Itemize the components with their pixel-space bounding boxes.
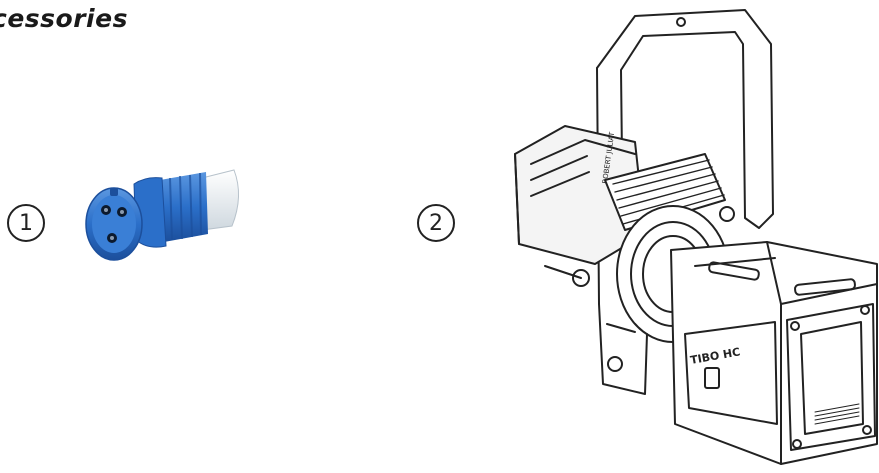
callout-1-label: 1 bbox=[19, 210, 33, 236]
profile-spotlight-image: ROBERT JULIAT TIBO HC bbox=[514, 9, 878, 465]
callout-2-label: 2 bbox=[429, 210, 443, 236]
callout-1: 1 bbox=[7, 204, 45, 242]
callout-2: 2 bbox=[417, 204, 455, 242]
blue-industrial-plug-image bbox=[85, 169, 239, 261]
section-title: cessories bbox=[0, 4, 128, 33]
